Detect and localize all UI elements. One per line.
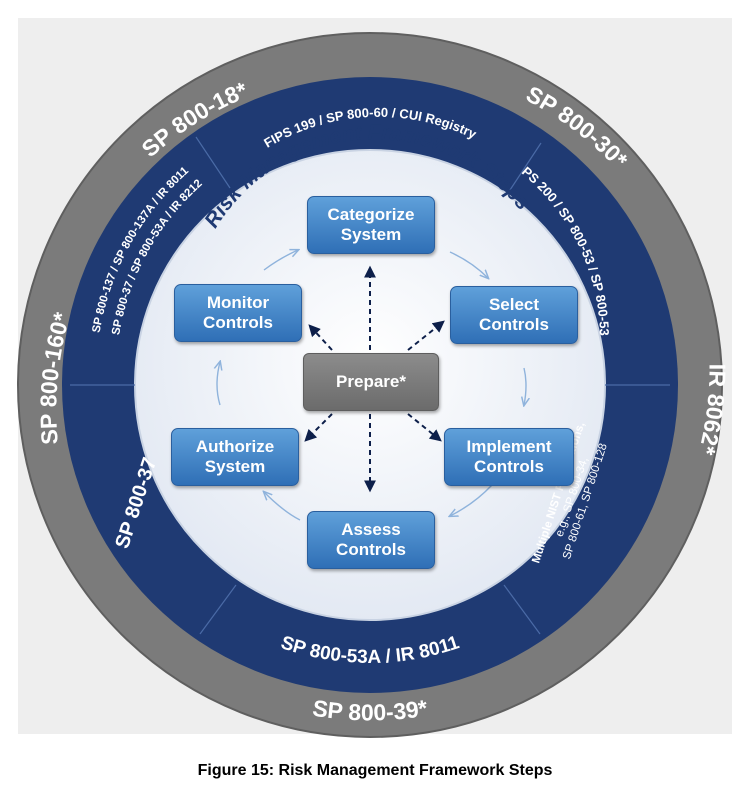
step-implement-controls[interactable]: Implement Controls (444, 428, 574, 486)
outer-label-sp800-39: SP 800-39* (311, 695, 429, 726)
step-monitor-controls[interactable]: Monitor Controls (174, 284, 302, 342)
step-assess-label: Assess Controls (336, 520, 406, 559)
figure-caption: Figure 15: Risk Management Framework Ste… (197, 762, 553, 779)
step-authorize-label: Authorize System (195, 437, 275, 476)
step-assess-controls[interactable]: Assess Controls (307, 511, 435, 569)
step-select-label: Select Controls (479, 295, 549, 334)
step-categorize-label: Categorize System (327, 205, 415, 244)
outer-ring-edge (17, 32, 723, 738)
step-authorize-system[interactable]: Authorize System (171, 428, 299, 486)
step-monitor-label: Monitor Controls (203, 293, 273, 332)
step-select-controls[interactable]: Select Controls (450, 286, 578, 344)
step-categorize-system[interactable]: Categorize System (307, 196, 435, 254)
ring-separators (70, 136, 670, 635)
prepare-arrows (304, 265, 445, 493)
step-prepare-label: Prepare* (336, 372, 406, 391)
cycle-arrows (217, 250, 526, 521)
step-prepare[interactable]: Prepare* (303, 353, 439, 411)
step-implement-label: Implement Controls (466, 437, 552, 476)
